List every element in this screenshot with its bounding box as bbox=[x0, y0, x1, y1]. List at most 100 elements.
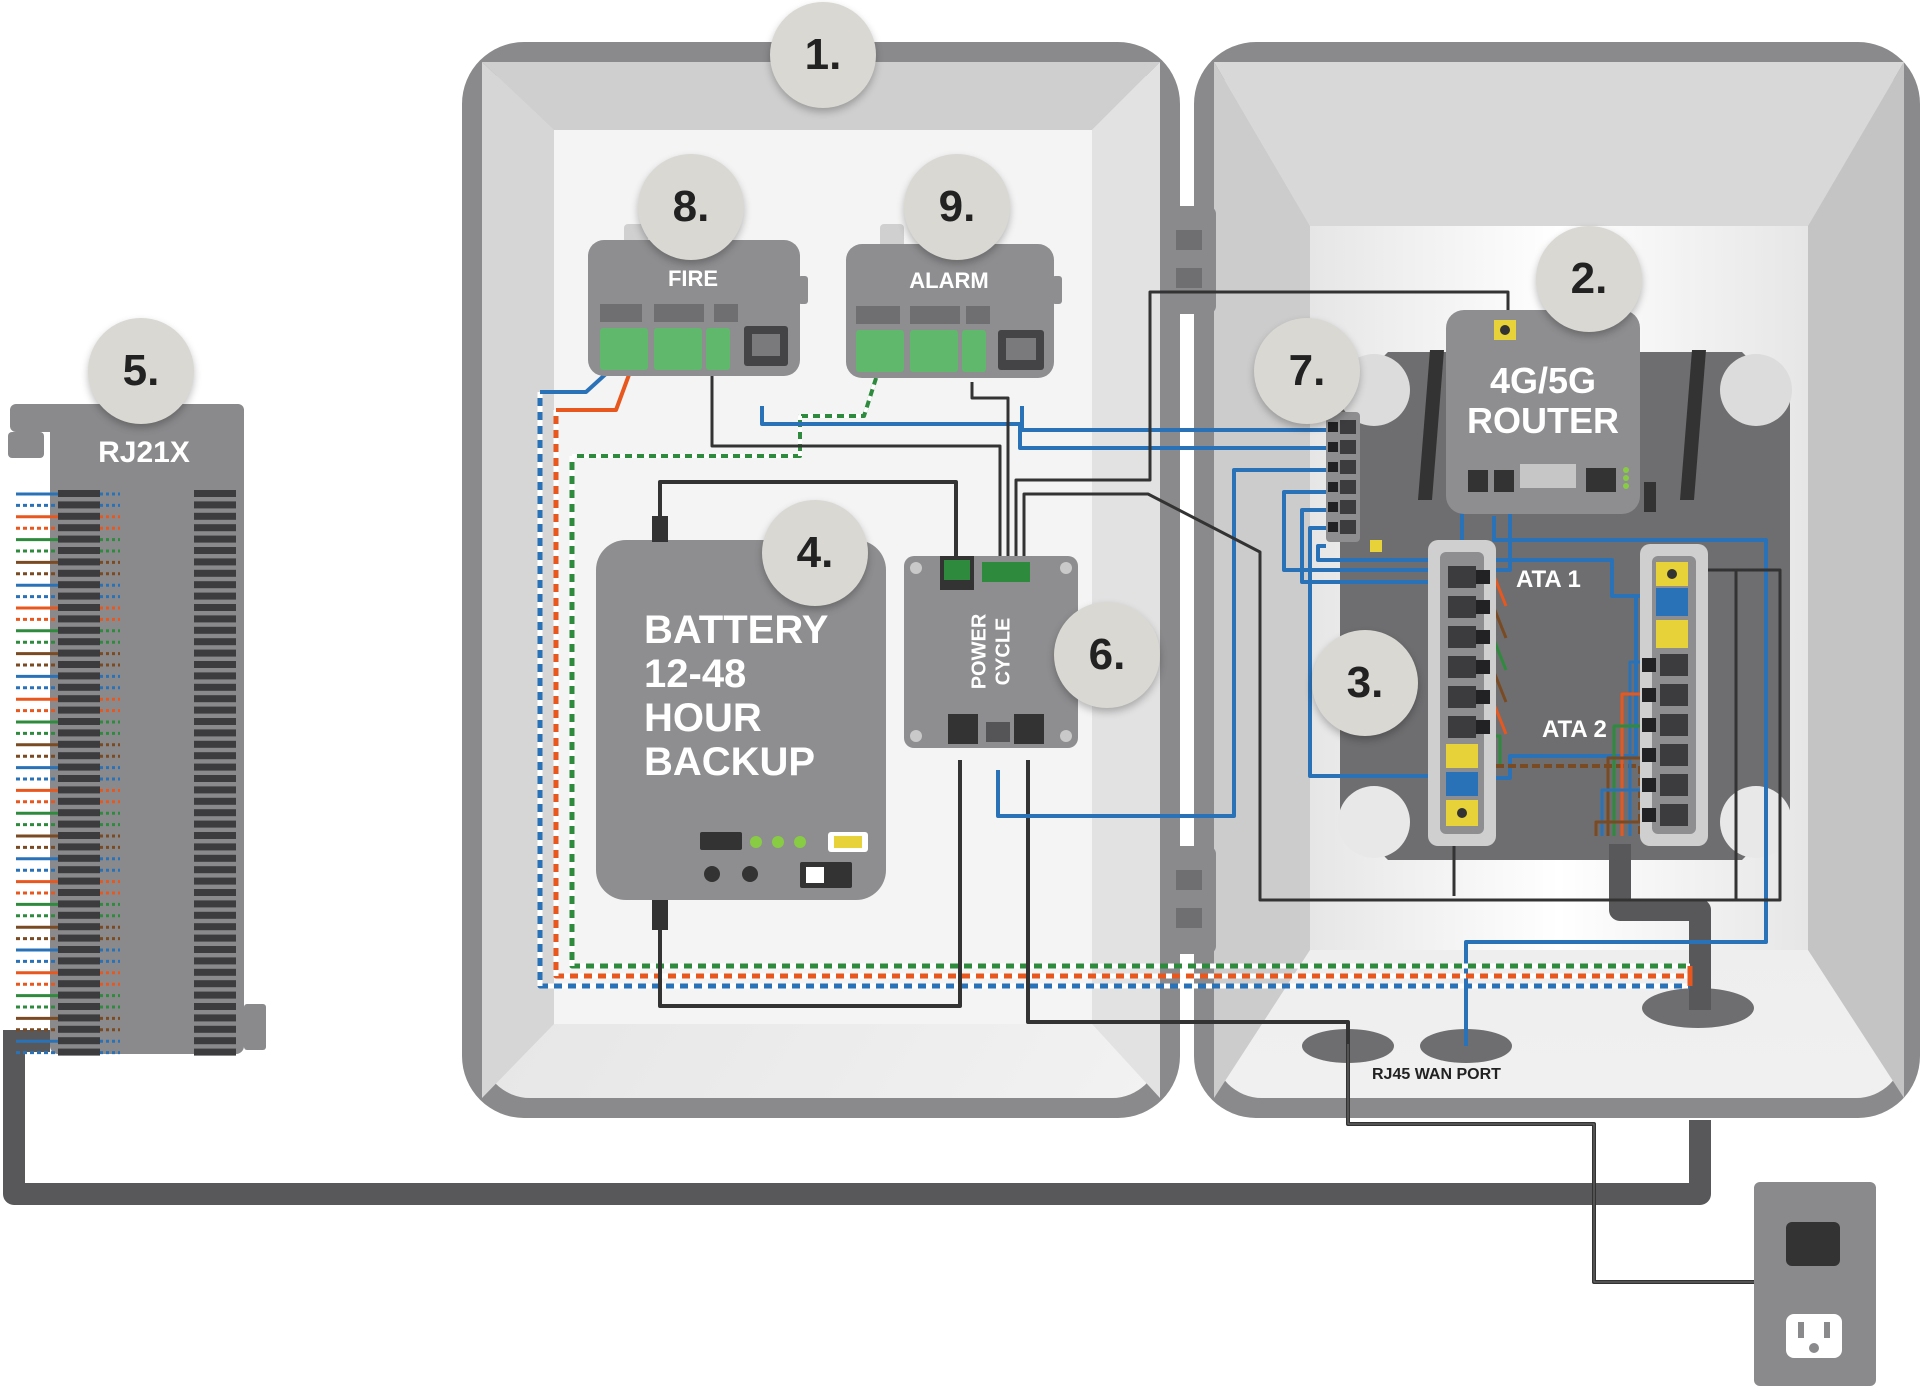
punch-row-right bbox=[194, 980, 236, 988]
ata2-plug bbox=[1642, 688, 1656, 702]
lte-router bbox=[1418, 310, 1706, 514]
punch-row-right bbox=[194, 1048, 236, 1056]
punch-row-left bbox=[58, 763, 100, 771]
punch-row-left bbox=[58, 797, 100, 805]
punch-row-right bbox=[194, 820, 236, 828]
badge-2: 2. bbox=[1536, 226, 1642, 332]
badge-7: 7. bbox=[1254, 318, 1360, 424]
wall-outlet bbox=[1754, 1182, 1876, 1386]
wan-port-label: RJ45 WAN PORT bbox=[1372, 1066, 1501, 1083]
punch-row-right bbox=[194, 911, 236, 919]
power-cycle-unit bbox=[904, 556, 1078, 748]
ata-1 bbox=[1428, 540, 1496, 846]
punch-row-right bbox=[194, 832, 236, 839]
punch-row-left bbox=[58, 638, 100, 646]
ata2-port bbox=[1660, 744, 1688, 766]
switch-port bbox=[1340, 480, 1356, 494]
ata2-plug bbox=[1642, 748, 1656, 762]
badge-3: 3. bbox=[1312, 630, 1418, 736]
punch-row-right bbox=[194, 843, 236, 851]
punch-row-left bbox=[58, 661, 100, 668]
punch-row-left bbox=[58, 946, 100, 953]
ata2-port bbox=[1660, 774, 1688, 796]
punch-row-left bbox=[58, 1037, 100, 1045]
badge-9: 9. bbox=[904, 154, 1010, 260]
ata1-port bbox=[1448, 716, 1476, 738]
ata2-port bbox=[1660, 654, 1688, 676]
punch-row-left bbox=[58, 729, 100, 737]
ata-2 bbox=[1640, 544, 1708, 846]
punch-row-left bbox=[58, 820, 100, 828]
punch-row-left bbox=[58, 683, 100, 691]
punch-row-right bbox=[194, 581, 236, 589]
badge-5: 5. bbox=[88, 318, 194, 424]
ata1-port bbox=[1448, 566, 1476, 588]
punch-row-right bbox=[194, 695, 236, 703]
punch-row-left bbox=[58, 604, 100, 611]
punch-row-left bbox=[58, 775, 100, 782]
ata1-plug bbox=[1476, 660, 1490, 674]
battery-backup bbox=[596, 516, 886, 930]
switch-port bbox=[1340, 440, 1356, 454]
punch-row-right bbox=[194, 706, 236, 714]
punch-row-right bbox=[194, 923, 236, 931]
punch-row-left bbox=[58, 1014, 100, 1022]
ata1-plug bbox=[1476, 720, 1490, 734]
punch-row-right bbox=[194, 854, 236, 862]
punch-row-left bbox=[58, 649, 100, 657]
switch-plug bbox=[1328, 442, 1338, 452]
punch-row-left bbox=[58, 1025, 100, 1033]
ata2-port bbox=[1660, 804, 1688, 826]
punch-row-right bbox=[194, 1025, 236, 1033]
switch-plug bbox=[1328, 502, 1338, 512]
punch-row-left bbox=[58, 1048, 100, 1056]
ata1-plug bbox=[1476, 570, 1490, 584]
punch-row-right bbox=[194, 752, 236, 760]
power-cycle-label-line2: CYCLE bbox=[992, 617, 1015, 686]
switch-plug bbox=[1328, 462, 1338, 472]
punch-row-right bbox=[194, 649, 236, 657]
punch-row-right bbox=[194, 661, 236, 668]
punch-row-right bbox=[194, 558, 236, 566]
wires bbox=[3, 290, 1814, 1284]
switch-port bbox=[1340, 460, 1356, 474]
ata1-label: ATA 1 bbox=[1516, 566, 1581, 593]
router-label-line2: ROUTER bbox=[1467, 400, 1619, 441]
punch-row-right bbox=[194, 524, 236, 532]
punch-row-left bbox=[58, 911, 100, 919]
punch-row-left bbox=[58, 980, 100, 988]
punch-row-right bbox=[194, 740, 236, 748]
punch-row-left bbox=[58, 490, 100, 497]
punch-row-right bbox=[194, 775, 236, 782]
punch-row-left bbox=[58, 957, 100, 965]
punch-row-left bbox=[58, 615, 100, 623]
ata2-port bbox=[1660, 684, 1688, 706]
badge-1: 1. bbox=[770, 2, 876, 108]
ata2-label: ATA 2 bbox=[1542, 716, 1607, 743]
switch-plug bbox=[1328, 482, 1338, 492]
punch-row-right bbox=[194, 763, 236, 771]
punch-row-left bbox=[58, 832, 100, 839]
punch-row-left bbox=[58, 558, 100, 566]
punch-row-right bbox=[194, 1037, 236, 1045]
punch-row-left bbox=[58, 672, 100, 680]
punch-row-left bbox=[58, 524, 100, 532]
battery-label-line2: 12-48 bbox=[644, 652, 747, 696]
punch-row-left bbox=[58, 923, 100, 931]
fire-label: FIRE bbox=[667, 266, 719, 291]
ata2-plug bbox=[1642, 658, 1656, 672]
switch-plug bbox=[1328, 522, 1338, 532]
punch-row-left bbox=[58, 535, 100, 543]
switch-plug bbox=[1328, 422, 1338, 432]
punch-row-right bbox=[194, 889, 236, 896]
punch-row-left bbox=[58, 786, 100, 794]
ata1-port bbox=[1448, 686, 1476, 708]
rj21x-label: RJ21X bbox=[98, 436, 190, 469]
switch-ports bbox=[1328, 420, 1356, 534]
punch-row-left bbox=[58, 1003, 100, 1010]
badge-8: 8. bbox=[638, 154, 744, 260]
fire-panel-communicator bbox=[588, 224, 808, 376]
punch-row-left bbox=[58, 581, 100, 589]
ata1-plug bbox=[1476, 690, 1490, 704]
